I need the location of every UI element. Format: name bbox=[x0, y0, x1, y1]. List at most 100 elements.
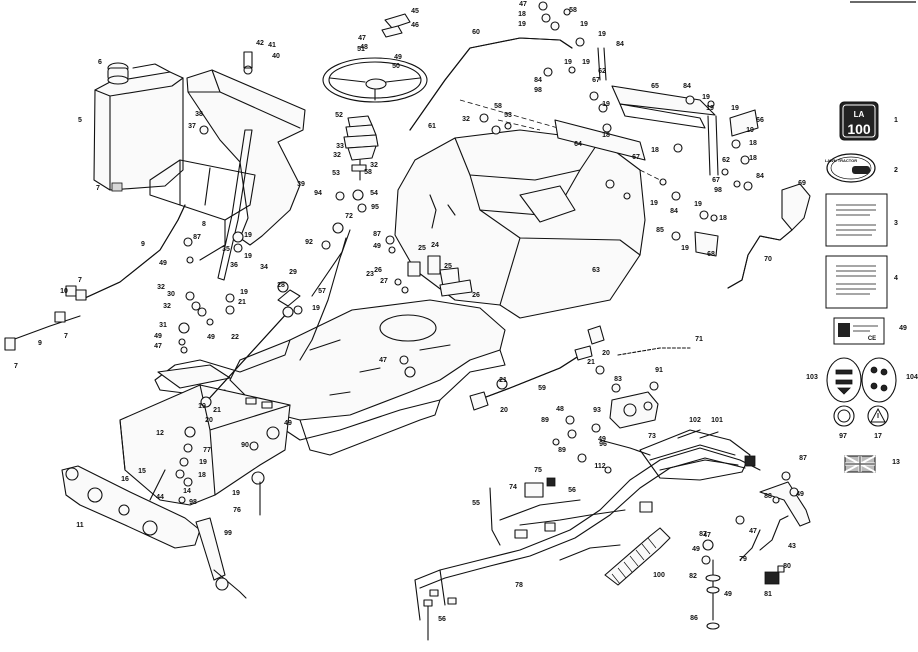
callout-label: 101 bbox=[711, 417, 723, 424]
callout-label: 48 bbox=[360, 44, 368, 51]
callout-label: 18 bbox=[749, 140, 757, 147]
callout-label: 19 bbox=[198, 403, 206, 410]
callout-label: 32 bbox=[333, 152, 341, 159]
drag-link bbox=[200, 306, 294, 408]
callout-label: 47 bbox=[154, 343, 162, 350]
decal-49: CE bbox=[833, 317, 885, 345]
callout-label: 24 bbox=[431, 242, 439, 249]
callout-label: 56 bbox=[568, 487, 576, 494]
callout-label: 78 bbox=[515, 582, 523, 589]
decal-4 bbox=[825, 255, 888, 309]
callout-label: 87 bbox=[699, 531, 707, 538]
callout-label: 20 bbox=[602, 350, 610, 357]
callout-label: 62 bbox=[722, 157, 730, 164]
callout-label: 38 bbox=[195, 111, 203, 118]
callout-label: 33 bbox=[336, 143, 344, 150]
small-hardware bbox=[149, 1, 799, 565]
callout-label: 84 bbox=[756, 173, 764, 180]
decal-17 bbox=[867, 405, 889, 427]
decal-13 bbox=[844, 455, 876, 473]
callout-label: 19 bbox=[731, 105, 739, 112]
callout-label: 7 bbox=[14, 363, 18, 370]
callout-label: 84 bbox=[683, 83, 691, 90]
callout-label: 9 bbox=[141, 241, 145, 248]
callout-label: 19 bbox=[702, 94, 710, 101]
callout-label: 25 bbox=[444, 263, 452, 270]
callout-label: 23 bbox=[366, 271, 374, 278]
callout-label: 82 bbox=[689, 573, 697, 580]
callout-label: 19 bbox=[602, 101, 610, 108]
callout-label: 18 bbox=[602, 132, 610, 139]
solenoid bbox=[609, 391, 659, 429]
callout-label: 19 bbox=[694, 201, 702, 208]
decal-97 bbox=[833, 405, 855, 427]
callout-label: 59 bbox=[538, 385, 546, 392]
callout-label: 8 bbox=[202, 221, 206, 228]
callout-label: 19 bbox=[240, 289, 248, 296]
steering-wheel bbox=[322, 13, 428, 103]
decal-1-number: 100 bbox=[847, 121, 871, 137]
callout-label: 14 bbox=[183, 488, 191, 495]
decal-1: LA 100 bbox=[839, 101, 879, 141]
callout-label: 20 bbox=[500, 407, 508, 414]
callout-label: 19 bbox=[312, 305, 320, 312]
callout-label: 99 bbox=[224, 530, 232, 537]
callout-label: 60 bbox=[472, 29, 480, 36]
callout-label: 19 bbox=[598, 31, 606, 38]
callout-label: 51 bbox=[357, 46, 365, 53]
callout-label: 41 bbox=[268, 42, 276, 49]
callout-label: 32 bbox=[163, 303, 171, 310]
hood-handle bbox=[409, 37, 573, 131]
callout-label: 18 bbox=[518, 11, 526, 18]
callout-label: 68 bbox=[707, 251, 715, 258]
callout-label: 5 bbox=[78, 117, 82, 124]
callout-label: 96 bbox=[599, 441, 607, 448]
callout-label: 19 bbox=[582, 59, 590, 66]
callout-label: 77 bbox=[203, 447, 211, 454]
callout-label: 88 bbox=[764, 493, 772, 500]
callout-label: 40 bbox=[272, 53, 280, 60]
callout-label: 91 bbox=[655, 367, 663, 374]
decal-2-brand: LAWN TRACTOR bbox=[825, 158, 857, 163]
callout-label: 27 bbox=[380, 278, 388, 285]
callout-label: 19 bbox=[244, 253, 252, 260]
callout-label: 83 bbox=[614, 376, 622, 383]
callout-label: 67 bbox=[712, 177, 720, 184]
callout-label: 39 bbox=[297, 181, 305, 188]
callout-label: 66 bbox=[756, 117, 764, 124]
callout-label: 49 bbox=[692, 546, 700, 553]
callout-label: 4 bbox=[894, 275, 898, 282]
callout-label: 16 bbox=[121, 476, 129, 483]
decal-49-text: CE bbox=[868, 336, 876, 342]
callout-label: 84 bbox=[616, 41, 624, 48]
callout-label: 13 bbox=[892, 459, 900, 466]
callout-label: 85 bbox=[656, 227, 664, 234]
callout-label: 18 bbox=[719, 215, 727, 222]
callout-label: 18 bbox=[198, 472, 206, 479]
callout-label: 34 bbox=[260, 264, 268, 271]
callout-label: 65 bbox=[651, 83, 659, 90]
callout-label: 80 bbox=[783, 563, 791, 570]
callout-label: 30 bbox=[167, 291, 175, 298]
callout-label: 19 bbox=[681, 245, 689, 252]
callout-label: 95 bbox=[371, 204, 379, 211]
callout-label: 48 bbox=[556, 406, 564, 413]
callout-label: 58 bbox=[569, 7, 577, 14]
callout-label: 81 bbox=[764, 591, 772, 598]
callout-label: 19 bbox=[232, 490, 240, 497]
callout-label: 20 bbox=[205, 417, 213, 424]
callout-label: 54 bbox=[370, 190, 378, 197]
callout-label: 12 bbox=[156, 430, 164, 437]
callout-label: 7 bbox=[78, 277, 82, 284]
front-axle bbox=[61, 465, 201, 549]
decal-103 bbox=[826, 357, 862, 403]
callout-label: 63 bbox=[592, 267, 600, 274]
callout-label: 47 bbox=[703, 532, 711, 539]
callout-label: 61 bbox=[428, 123, 436, 130]
control-cable bbox=[469, 325, 691, 411]
callout-label: 75 bbox=[534, 467, 542, 474]
callout-label: 84 bbox=[534, 77, 542, 84]
callout-label: 89 bbox=[558, 447, 566, 454]
callout-label: 43 bbox=[788, 543, 796, 550]
shift-lever bbox=[694, 183, 811, 289]
